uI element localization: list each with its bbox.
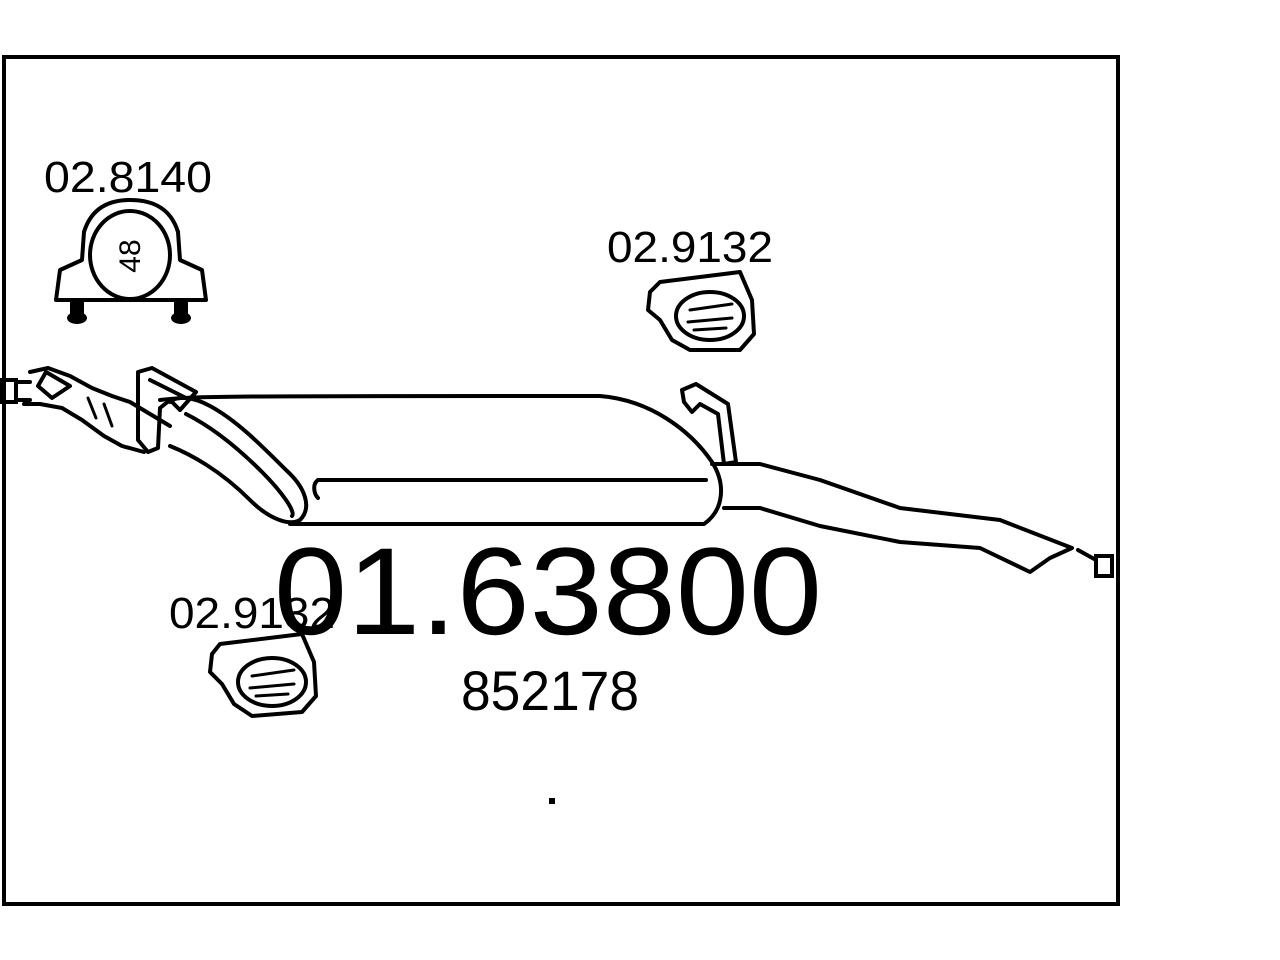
clamp-size-label: 48 — [114, 239, 147, 272]
oe-reference-number: 852178 — [461, 659, 639, 722]
rubber-hanger-icon — [646, 270, 756, 352]
main-part-number: 01.63800 — [274, 523, 822, 661]
pipe-clamp-icon — [54, 198, 208, 324]
diagram-frame — [2, 55, 1120, 906]
hanger-bottom-part-number: 02.9132 — [169, 589, 335, 638]
rear-silencer-drawing — [0, 366, 1114, 578]
stray-dot — [549, 798, 555, 804]
hanger-top-part-number: 02.9132 — [607, 223, 773, 272]
rubber-hanger-icon — [208, 632, 318, 718]
clamp-part-number: 02.8140 — [44, 153, 212, 202]
